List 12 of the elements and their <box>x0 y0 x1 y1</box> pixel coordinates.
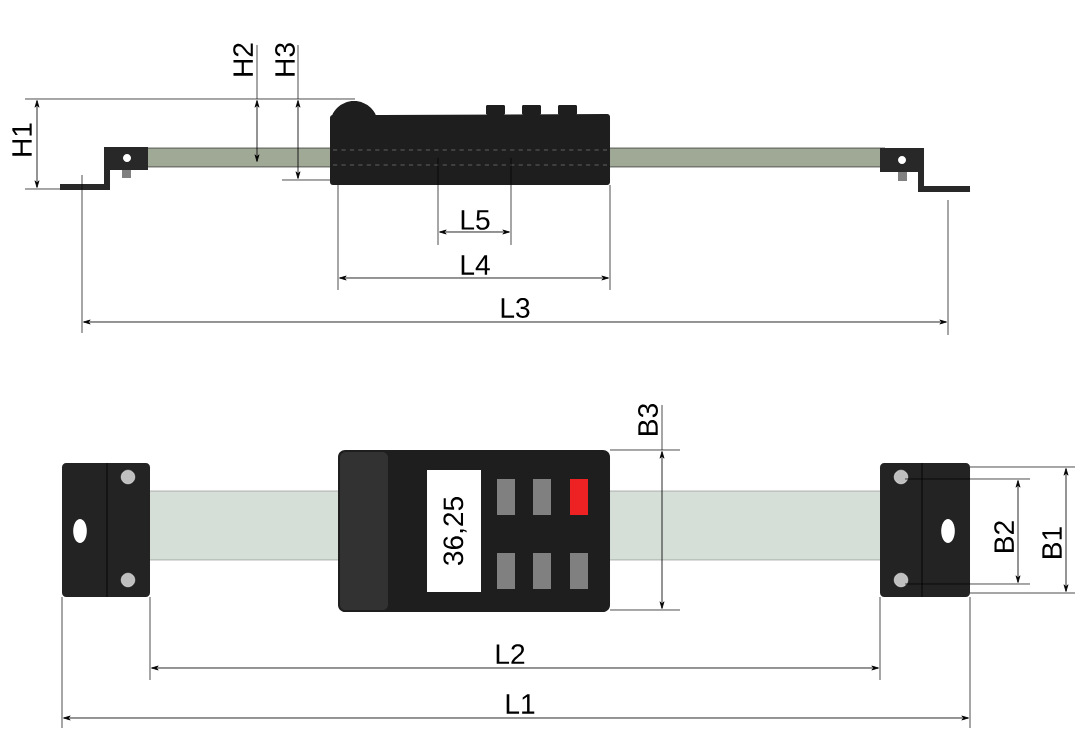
dimension-label: B3 <box>638 404 658 435</box>
dimension-label: L3 <box>501 298 530 318</box>
dimension-label: L4 <box>461 255 490 275</box>
dimension-label: L2 <box>496 644 525 664</box>
dimension-label: H2 <box>233 43 253 76</box>
dimension-label: H1 <box>12 123 32 156</box>
dimension-label: H3 <box>275 43 295 76</box>
display-reading: 36,25 <box>443 497 467 566</box>
dimension-label: L5 <box>461 210 490 230</box>
dimension-label: B1 <box>1042 527 1062 558</box>
dimension-label: L1 <box>506 694 535 714</box>
dimension-label: B2 <box>994 521 1014 552</box>
